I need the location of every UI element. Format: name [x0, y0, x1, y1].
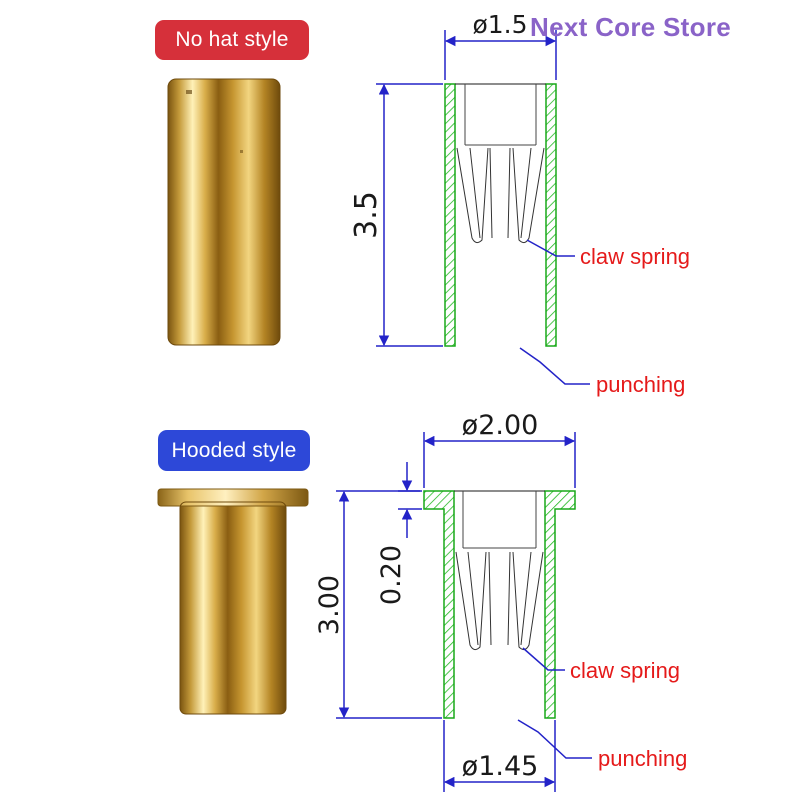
hood-diameter-label: ø2.00 — [462, 410, 539, 441]
hooded-style-badge: Hooded style — [158, 430, 310, 471]
top-claw-spring-label: claw spring — [580, 244, 690, 269]
no-hat-style-badge: No hat style — [155, 20, 309, 60]
hooded-pin-photo — [157, 488, 309, 715]
hooded-cross-section — [336, 432, 592, 792]
bottom-height-label: 3.00 — [314, 575, 345, 635]
right-hood-wall — [544, 490, 576, 719]
claw-spring-top — [456, 147, 545, 244]
left-wall — [444, 83, 456, 347]
left-hood-wall — [423, 490, 455, 719]
no-hat-pin-photo — [167, 78, 281, 346]
right-wall — [545, 83, 557, 347]
top-punching-label: punching — [596, 372, 685, 397]
claw-spring-bottom — [455, 551, 544, 651]
bottom-claw-spring-label: claw spring — [570, 658, 680, 683]
top-height-label: 3.5 — [349, 191, 384, 239]
no-hat-cross-section — [376, 30, 590, 385]
top-diameter-label: ø1.5 — [472, 10, 527, 39]
store-watermark: Next Core Store — [530, 12, 731, 42]
body-diameter-label: ø1.45 — [462, 751, 539, 782]
hood-thickness-label: 0.20 — [376, 545, 407, 605]
bottom-punching-label: punching — [598, 746, 687, 771]
